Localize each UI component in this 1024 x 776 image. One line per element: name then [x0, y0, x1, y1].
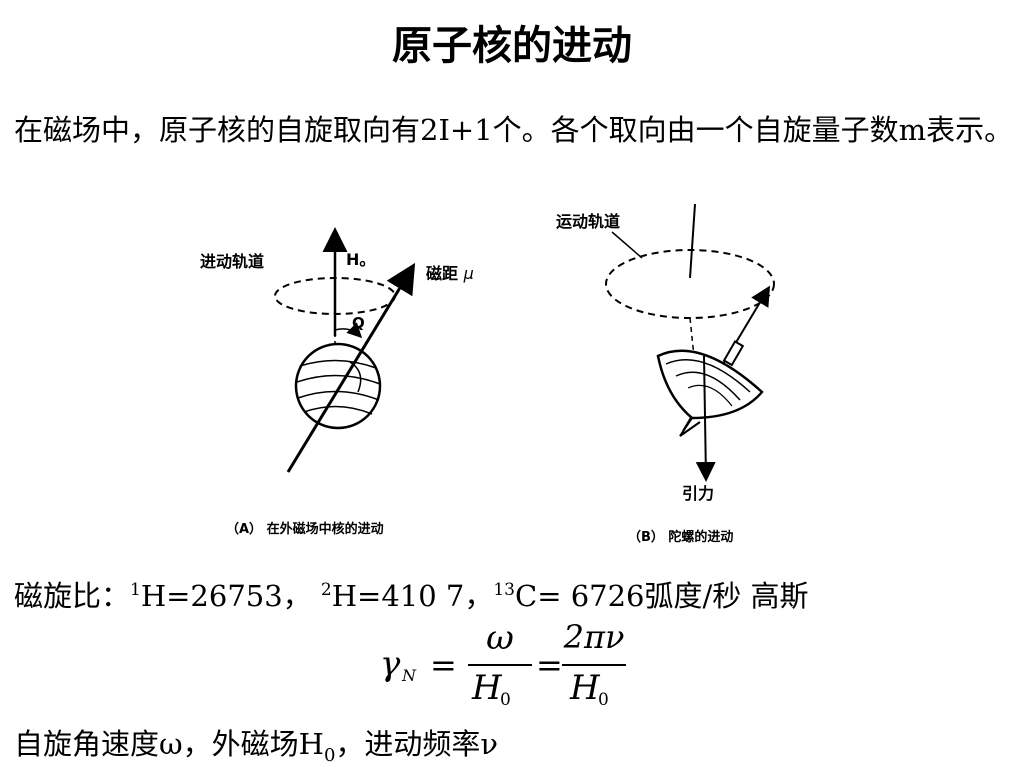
figure-a-field-label: H。 [346, 250, 376, 269]
formula-equals-1: = [430, 646, 457, 684]
figure-a-drawing [274, 227, 416, 473]
gravity-arrow [695, 355, 716, 482]
angle-arc [334, 322, 363, 339]
figure-b-orbit-label: 运动轨道 [556, 212, 621, 231]
gyromagnetic-formula: γ N = ω H 0 = 2πν H 0 [372, 618, 642, 714]
nucleus-sphere [294, 342, 382, 430]
formula-gamma-subscript: N [402, 666, 416, 685]
figure-a-angle-label: Q [352, 314, 365, 332]
gyromagnetic-ratio-line: 磁旋比：1H=26753， 2H=410 7，13C= 6726弧度/秒 高斯 [14, 579, 809, 613]
formula-denominator-1-subscript: 0 [500, 690, 511, 710]
figure-b-drawing [605, 203, 775, 482]
formula-denominator-2: H [570, 668, 600, 708]
figure-a-caption: （A） 在外磁场中核的进动 [226, 522, 384, 537]
formula-denominator-1: H [472, 668, 502, 708]
precession-figure: 进动轨道 H。 磁距 μ Q （A） 在外磁场中核的进动 运动轨道 引力 （B）… [180, 196, 820, 556]
moment-arrow [286, 262, 416, 473]
intro-paragraph: 在磁场中，原子核的自旋取向有2I+1个。各个取向由一个自旋量子数m表示。 [14, 113, 1014, 147]
formula-numerator-2: 2πν [563, 618, 625, 656]
figure-b-gravity-label: 引力 [682, 484, 715, 503]
fraction-bar-2 [562, 664, 626, 666]
top-axis-line [689, 203, 696, 279]
fraction-bar-1 [468, 664, 532, 666]
formula-gamma: γ [380, 644, 401, 684]
spinning-top [656, 349, 764, 420]
formula-numerator-1: ω [486, 618, 514, 658]
precession-illustration [274, 203, 775, 482]
figure-b-caption: （B） 陀螺的进动 [628, 530, 734, 545]
variable-definitions: 自旋角速度ω，外磁场H0，进动频率ν [14, 727, 499, 766]
formula-denominator-2-subscript: 0 [598, 690, 609, 710]
motion-orbit [605, 249, 775, 319]
figure-a-moment-label: 磁距 μ [426, 264, 474, 283]
slide-title: 原子核的进动 [392, 22, 632, 69]
orbit-leader-line [611, 231, 643, 259]
figure-a-orbit-label: 进动轨道 [200, 252, 265, 271]
formula-equals-2: = [536, 646, 563, 684]
